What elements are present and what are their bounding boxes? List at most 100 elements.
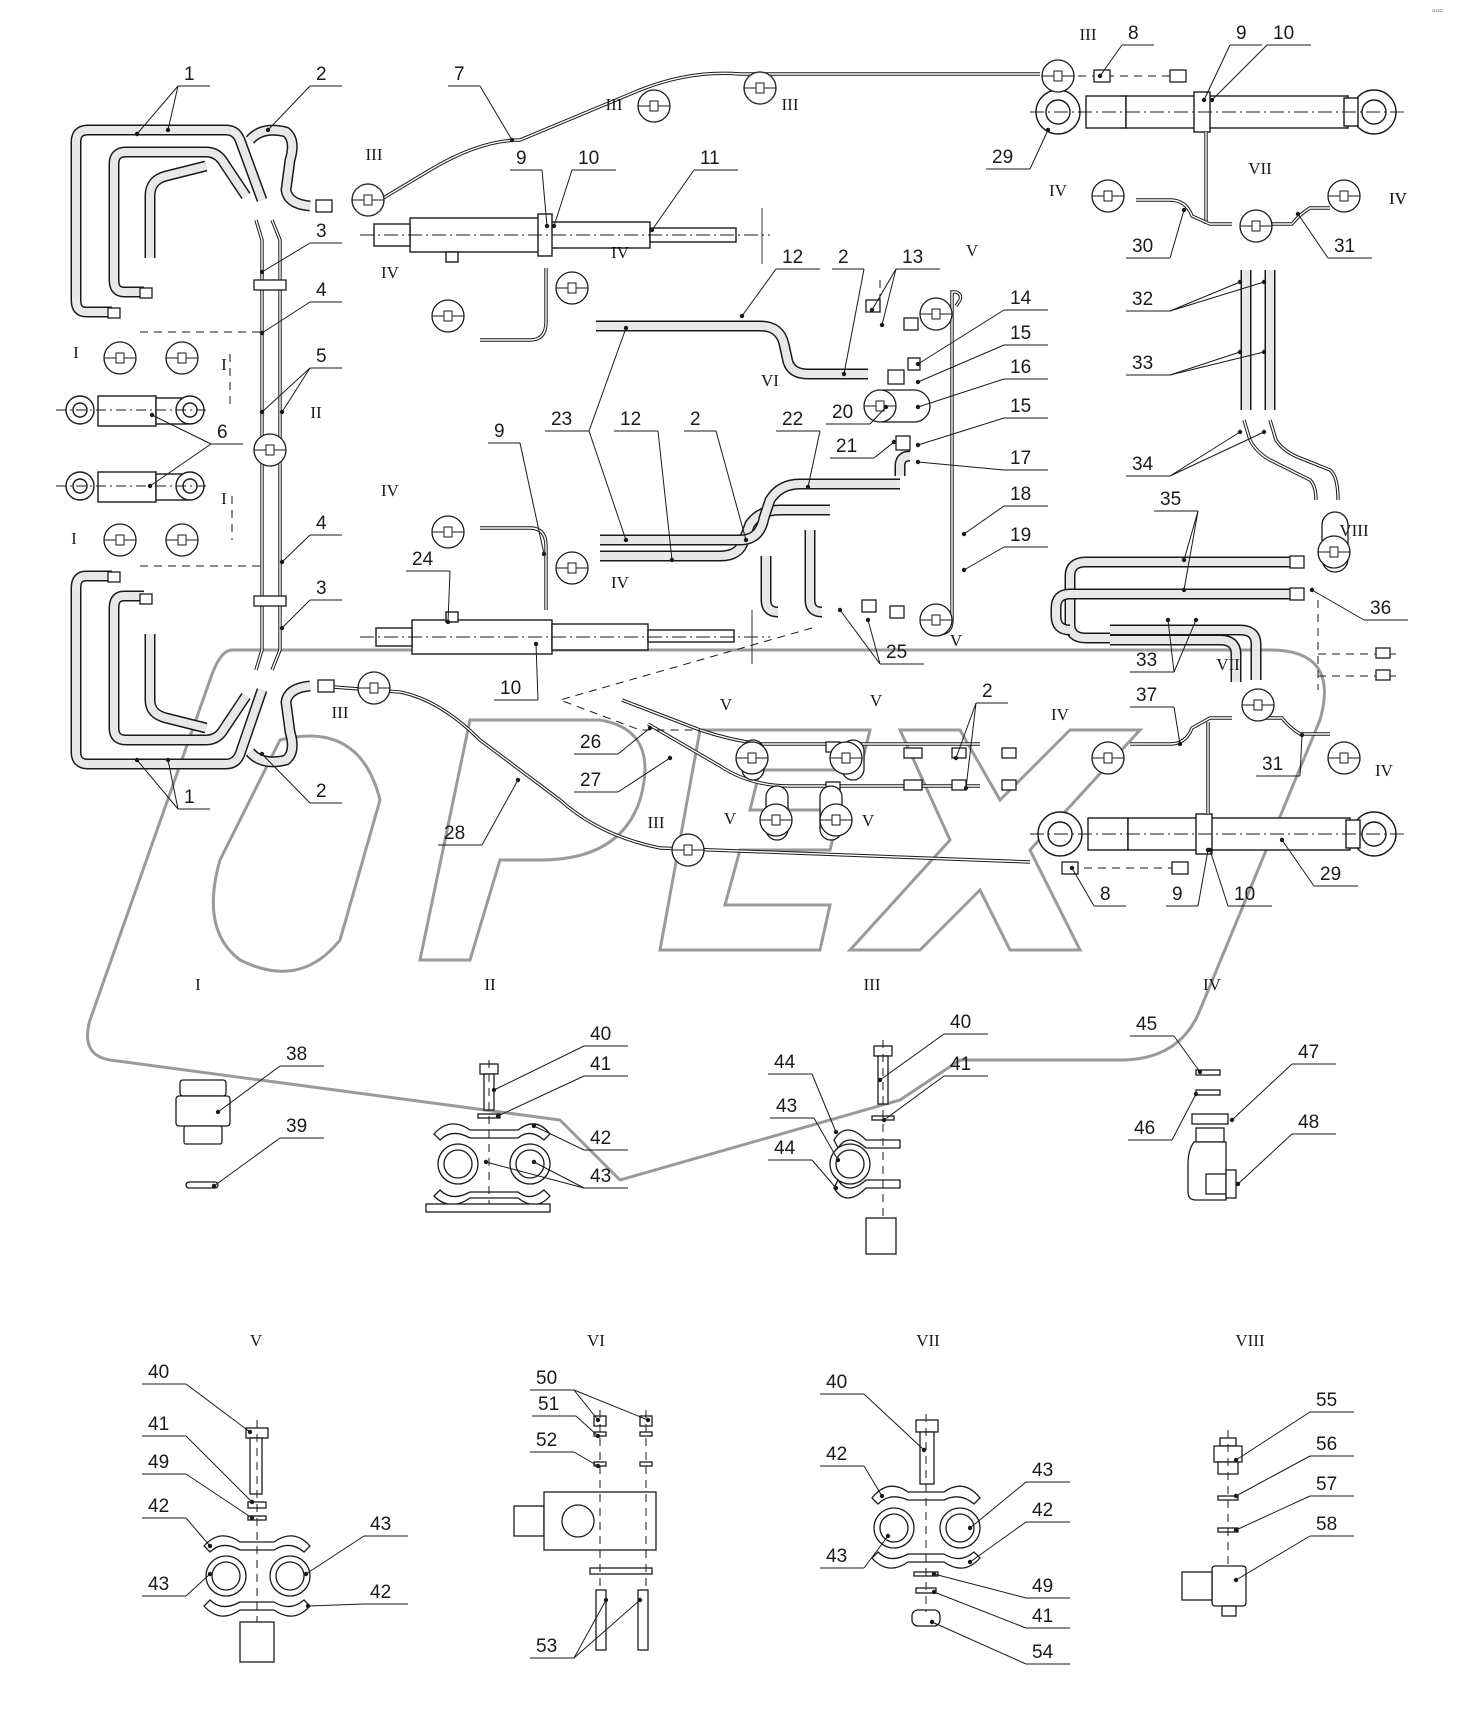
leader-dot <box>739 313 745 319</box>
leader-line <box>871 268 897 311</box>
detail-marker <box>919 297 953 331</box>
detail-marker <box>555 551 589 585</box>
view-marker-label: III <box>332 703 349 722</box>
callout-43: 43 <box>483 1159 628 1189</box>
leader-line <box>1071 867 1095 907</box>
section-title: III <box>864 975 881 994</box>
leader-line <box>541 169 548 227</box>
leader-line <box>715 430 747 541</box>
section-title: VII <box>916 1331 940 1350</box>
callout-number: 42 <box>826 1444 847 1465</box>
callout-number: 51 <box>538 1394 559 1415</box>
callout-number: 44 <box>774 1052 796 1073</box>
leader-line <box>1281 839 1315 887</box>
callout-32: 32 <box>1126 279 1267 312</box>
callout-number: 33 <box>1132 353 1153 374</box>
callout-56: 56 <box>1233 1434 1354 1499</box>
corner-mark: ▫▫▫ <box>1432 6 1443 17</box>
leader-line <box>811 1159 837 1189</box>
callout-number: 32 <box>1132 289 1153 310</box>
detail-marker <box>555 271 589 305</box>
callout-43: 43 <box>967 1460 1070 1531</box>
leader-dot <box>637 1597 643 1603</box>
view-marker-label: IV <box>611 573 630 592</box>
callout-number: 43 <box>826 1546 847 1567</box>
leader-dot <box>961 567 967 573</box>
view-marker-label: V <box>950 631 963 650</box>
callout-number: 9 <box>1172 884 1183 905</box>
leader-line <box>963 546 1005 571</box>
callout-number: 8 <box>1128 23 1139 44</box>
callout-41: 41 <box>881 1054 988 1123</box>
callout-2: 2 <box>265 64 342 133</box>
leader-line <box>151 414 212 445</box>
callout-number: 29 <box>1320 864 1341 885</box>
view-marker-label: IV <box>1049 181 1068 200</box>
callout-number: 5 <box>316 346 327 367</box>
callout-number: 2 <box>982 681 993 702</box>
leader-line <box>588 430 627 541</box>
callout-number: 10 <box>500 678 521 699</box>
callout-number: 50 <box>536 1368 557 1389</box>
leader-dot <box>531 1159 537 1165</box>
leader-dot <box>915 379 921 385</box>
callout-number: 40 <box>950 1012 971 1033</box>
callout-number: 2 <box>838 247 849 268</box>
callout-43: 43 <box>303 1514 408 1577</box>
callout-40: 40 <box>142 1362 253 1435</box>
callout-number: 1 <box>184 787 195 808</box>
cylinder-11 <box>360 208 770 264</box>
callout-36: 36 <box>1309 587 1408 621</box>
leader-line <box>1231 1063 1293 1121</box>
detail-vii-clamp <box>871 1414 981 1627</box>
callout-29: 29 <box>1279 837 1358 887</box>
leader-dot <box>165 127 171 133</box>
right-hoses <box>1050 270 1290 682</box>
callout-4: 4 <box>259 280 342 336</box>
callout-41: 41 <box>495 1054 628 1119</box>
leader-dot <box>134 131 140 137</box>
leader-line <box>1169 281 1265 312</box>
callout-22: 22 <box>776 409 821 490</box>
callout-number: 2 <box>316 64 327 85</box>
leader-line <box>261 367 311 413</box>
callout-number: 54 <box>1032 1642 1054 1663</box>
leader-dot <box>835 1157 841 1163</box>
leader-dot <box>1177 741 1183 747</box>
callout-54: 54 <box>929 1619 1070 1665</box>
callout-number: 31 <box>1334 236 1355 257</box>
leader-line <box>883 1075 945 1121</box>
callout-number: 9 <box>494 421 505 442</box>
leader-dot <box>961 531 967 537</box>
leader-dot <box>1181 587 1187 593</box>
leader-dot <box>645 1417 651 1423</box>
callout-44: 44 <box>768 1052 839 1135</box>
leader-line <box>969 1521 1027 1563</box>
detail-marker <box>1241 688 1275 722</box>
callout-number: 1 <box>184 64 195 85</box>
callout-number: 49 <box>1032 1576 1053 1597</box>
leader-line <box>1029 129 1049 170</box>
callout-number: 30 <box>1132 236 1153 257</box>
detail-ii-clamp <box>425 1060 551 1213</box>
leader-dot <box>967 1559 973 1565</box>
leader-dot <box>1181 207 1187 213</box>
leader-line <box>533 1125 585 1151</box>
leader-line <box>497 1075 585 1117</box>
callout-number: 23 <box>551 409 572 430</box>
callout-48: 48 <box>1235 1112 1336 1187</box>
leader-line <box>1169 351 1265 376</box>
leader-dot <box>495 1113 501 1119</box>
leader-line <box>651 169 695 231</box>
callout-43: 43 <box>142 1571 213 1597</box>
callout-number: 6 <box>217 422 228 443</box>
leader-line <box>573 1389 599 1421</box>
view-marker-label: I <box>221 355 227 374</box>
leader-line <box>447 570 451 623</box>
leader-dot <box>1097 73 1103 79</box>
leader-line <box>969 1481 1027 1529</box>
callout-number: 41 <box>148 1414 169 1435</box>
view-marker-label: VII <box>1216 655 1240 674</box>
leader-line <box>573 1599 607 1659</box>
leader-line <box>261 753 311 804</box>
